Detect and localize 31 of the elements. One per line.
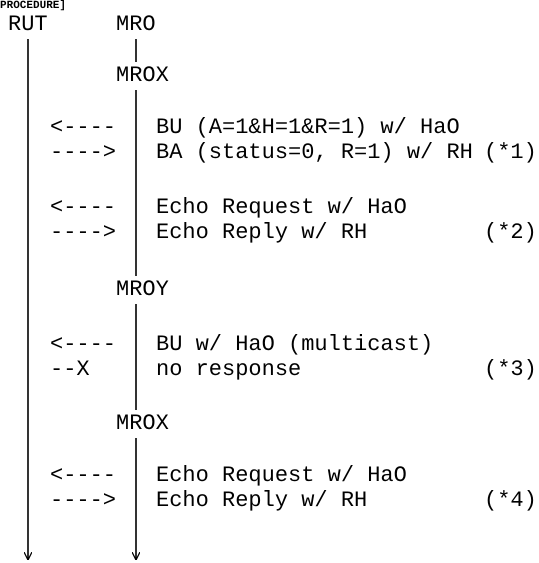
note-marker: (*2): [484, 221, 537, 245]
message-label: BU w/ HaO (multicast): [156, 333, 434, 357]
message-label: Echo Reply w/ RH: [156, 489, 368, 513]
message-label: BU (A=1&H=1&R=1) w/ HaO: [156, 116, 460, 140]
lifeline: [135, 90, 137, 276]
ascii-arrow: <----: [50, 196, 116, 220]
message-label: Echo Reply w/ RH: [156, 221, 368, 245]
lifeline-arrow: [131, 438, 141, 561]
ascii-arrow: ---->: [50, 141, 116, 165]
message-label: Echo Request w/ HaO: [156, 196, 407, 220]
ascii-arrow: --X: [50, 358, 90, 382]
note-marker: (*3): [484, 358, 537, 382]
lifeline-label: MROX: [116, 64, 169, 88]
note-marker: (*4): [484, 489, 537, 513]
message-label: no response: [156, 358, 302, 382]
ascii-arrow: <----: [50, 464, 116, 488]
lifeline-arrow: [23, 39, 33, 561]
lifeline-label: MRO: [116, 13, 156, 37]
ascii-arrow: <----: [50, 116, 116, 140]
lifeline-label: MROY: [116, 278, 169, 302]
note-marker: (*1): [484, 141, 537, 165]
heading: PROCEDURE]: [0, 0, 66, 12]
ascii-arrow: ---->: [50, 221, 116, 245]
ascii-arrow: <----: [50, 333, 116, 357]
lifeline: [135, 304, 137, 410]
lifeline-label: MROX: [116, 412, 169, 436]
lifeline: [135, 39, 137, 62]
ascii-arrow: ---->: [50, 489, 116, 513]
message-label: Echo Request w/ HaO: [156, 464, 407, 488]
message-label: BA (status=0, R=1) w/ RH: [156, 141, 473, 165]
lifeline-label: RUT: [8, 13, 48, 37]
